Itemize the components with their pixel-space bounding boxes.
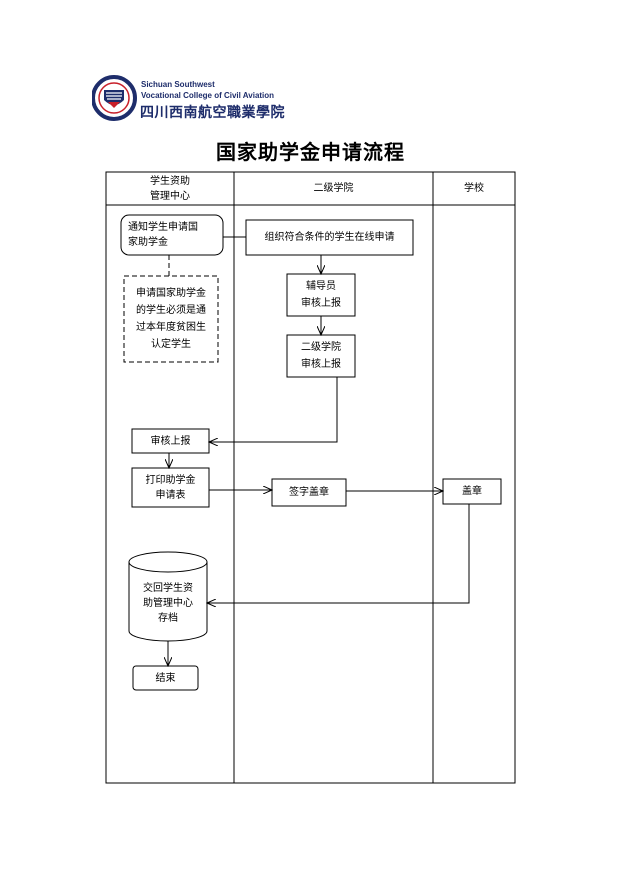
- note-label: 申请国家助学金 的学生必须是通 过本年度贫困生 认定学生: [136, 288, 206, 350]
- logo-chinese-name: 四川西南航空職業學院: [140, 105, 285, 121]
- logo-english-name: Sichuan Southwest Vocational College of …: [141, 80, 275, 100]
- lane-header-secondary-college: 二级学院: [313, 183, 354, 194]
- college-label: 二级学院 审核上报: [301, 342, 341, 370]
- counselor-label: 辅导员 审核上报: [301, 281, 341, 309]
- arrow-college-review: [209, 377, 338, 442]
- archive-node-top: [128, 551, 208, 573]
- swimlane-frame: [105, 171, 516, 784]
- note-node: [123, 275, 219, 363]
- college-logo: Sichuan Southwest Vocational College of …: [91, 73, 292, 123]
- page-title: 国家助学金申请流程: [216, 140, 405, 164]
- lane-header-student-aid-center: 学生资助 管理中心: [150, 175, 190, 202]
- organize-label: 组织符合条件的学生在线申请: [264, 232, 395, 243]
- sign-label: 签字盖章: [289, 487, 329, 498]
- archive-label: 交回学生资 助管理中心 存档: [143, 582, 193, 624]
- college-emblem-icon: [91, 75, 137, 121]
- print-label: 打印助学金 申请表: [145, 474, 196, 501]
- lane-header-school: 学校: [464, 183, 484, 194]
- stamp-label: 盖章: [462, 486, 482, 497]
- notify-label: 通知学生申请国 家助学金: [128, 222, 198, 248]
- arrow-stamp-archive: [207, 504, 470, 603]
- end-label: 结束: [155, 672, 176, 684]
- notify-node: [120, 214, 224, 256]
- review-label: 审核上报: [150, 435, 191, 447]
